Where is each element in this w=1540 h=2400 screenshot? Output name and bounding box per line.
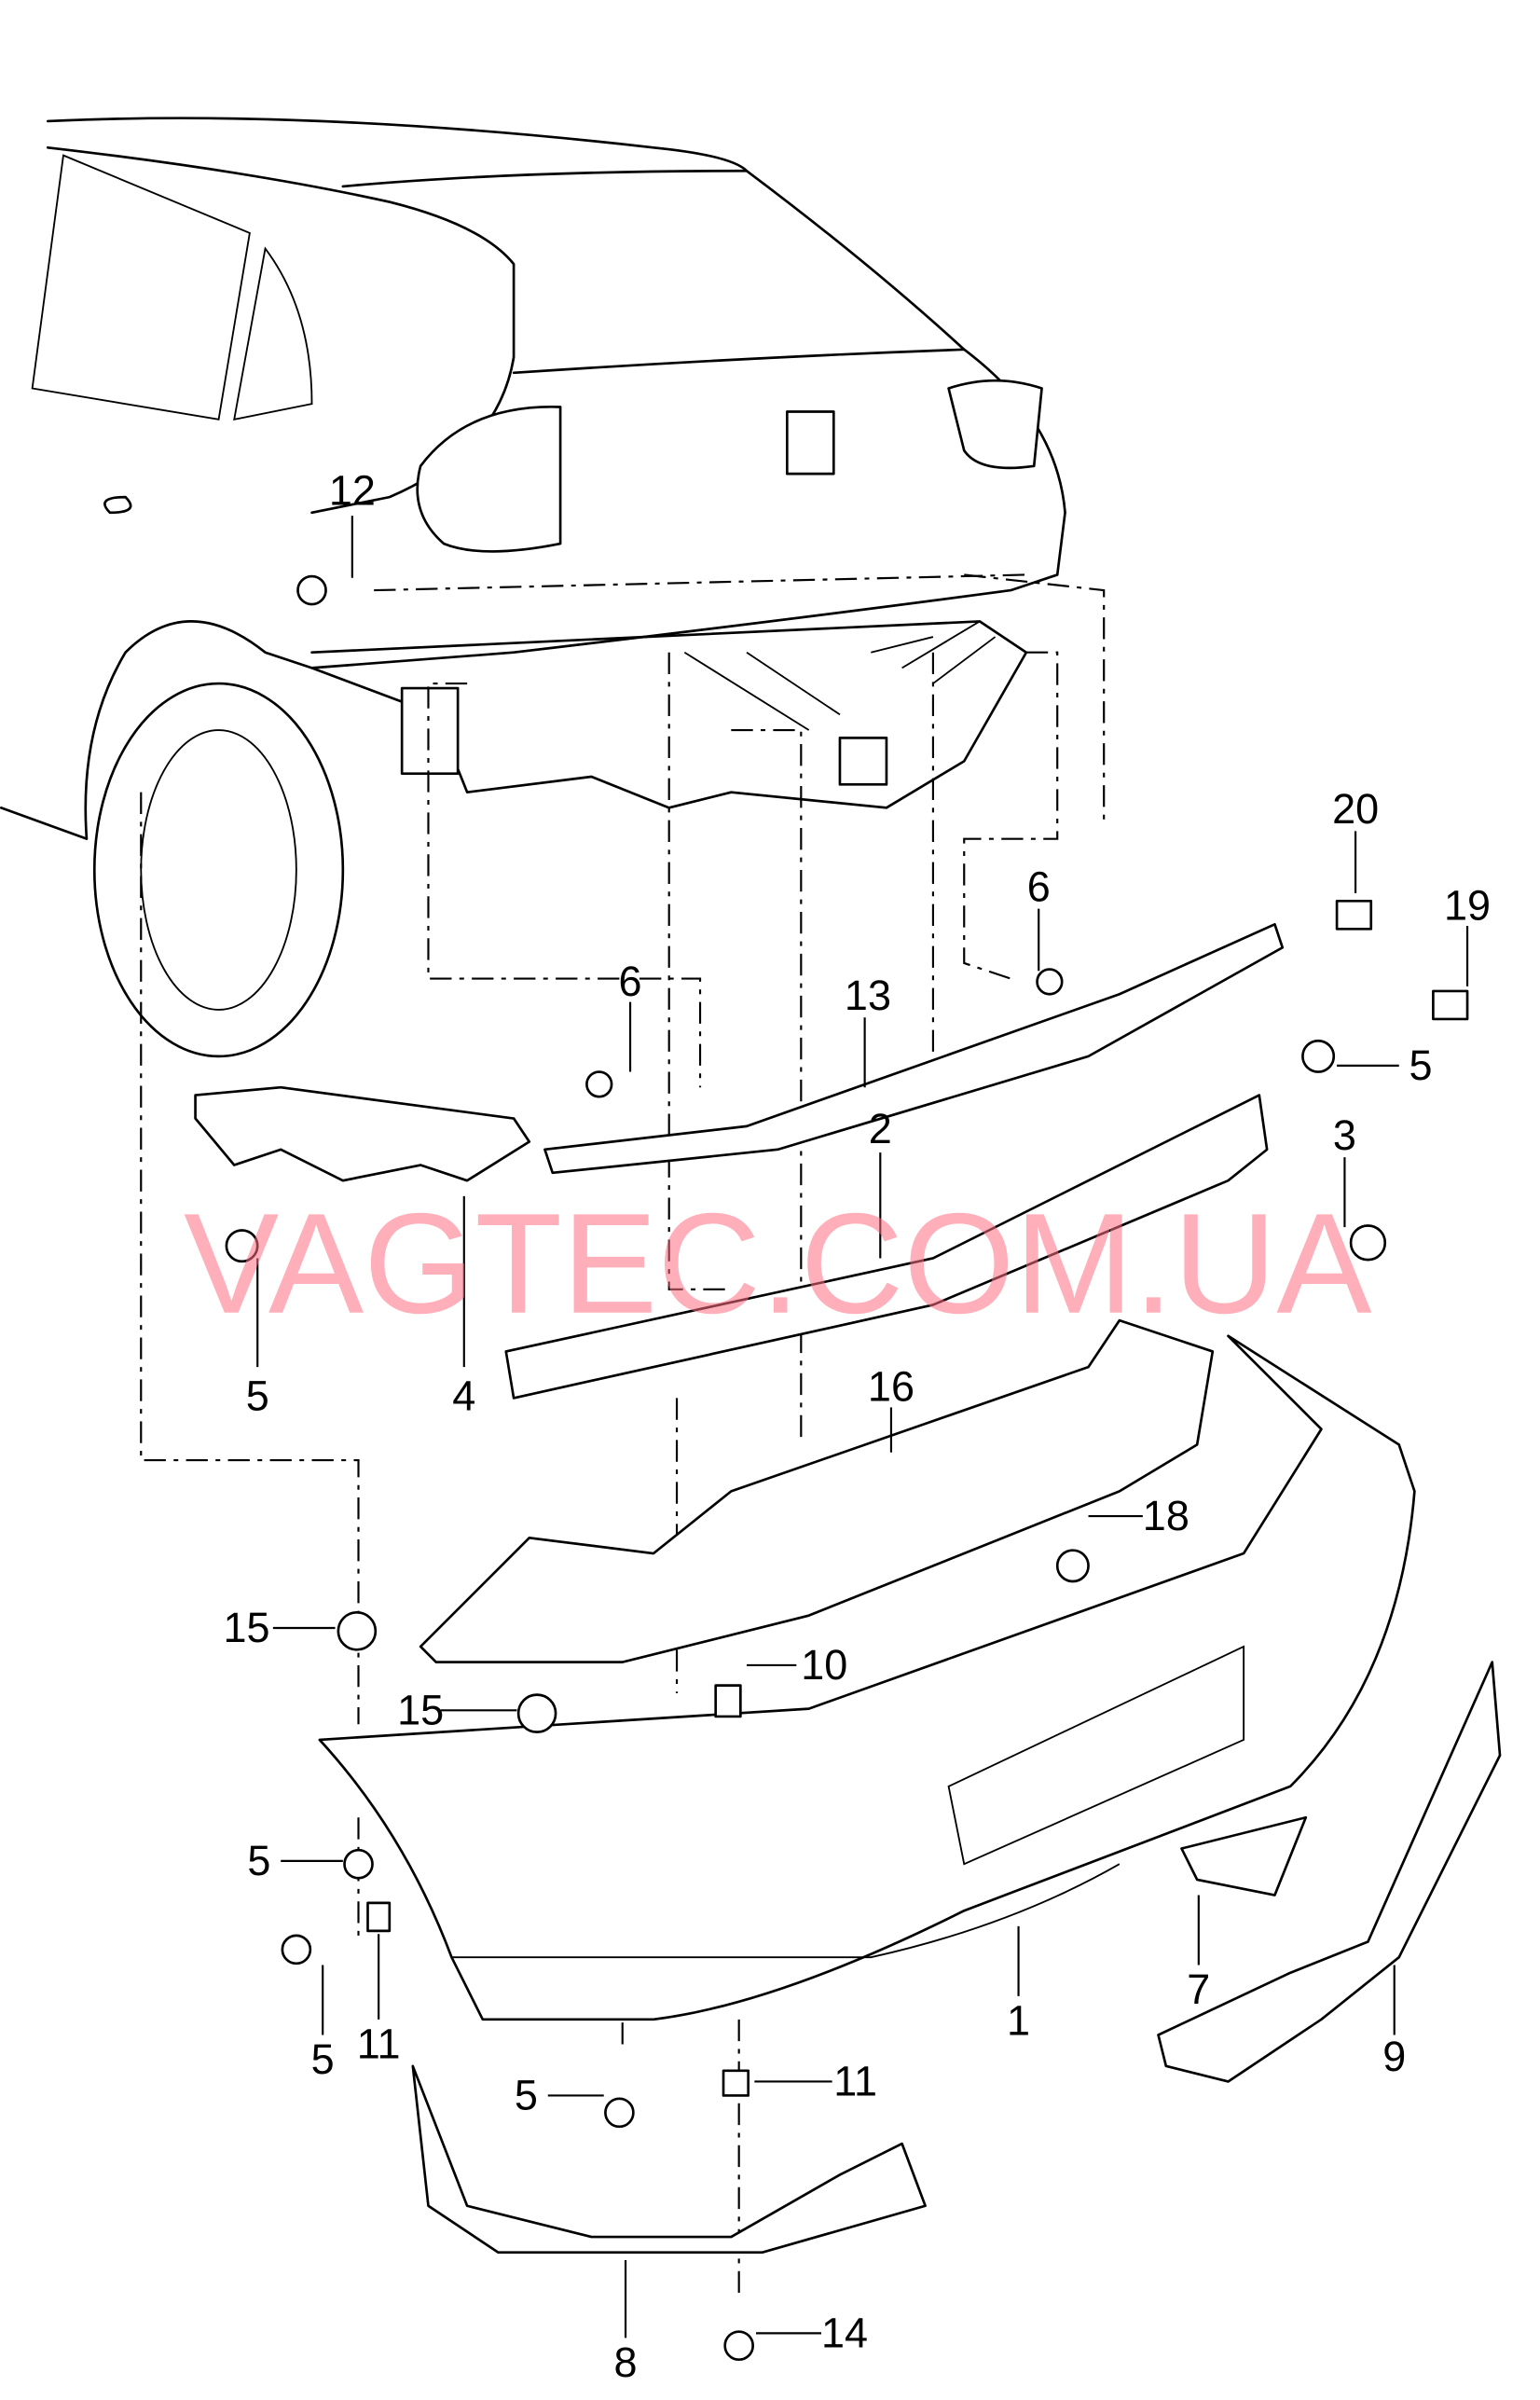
callout-5: 5 [311,2035,335,2083]
callout-5: 5 [1409,1041,1433,1089]
callout-20: 20 [1332,785,1379,833]
callout-1: 1 [1007,1996,1030,2044]
callout-5: 5 [246,1372,269,1420]
impact-bar [504,1094,1269,1400]
callout-15: 15 [397,1686,444,1733]
callout-16: 16 [868,1363,914,1411]
callout-6: 6 [619,958,642,1005]
callout-14: 14 [821,2309,868,2356]
lower-trim-right [1157,1661,1502,2083]
callout-19: 19 [1444,881,1491,929]
leader-lines [256,516,1469,2338]
guide-strip [543,922,1285,1175]
callout-18: 18 [1143,1492,1189,1539]
bracket-left [194,1085,531,1182]
callout-9: 9 [1382,2033,1406,2080]
callout-8: 8 [614,2338,638,2386]
callout-10: 10 [801,1641,847,1689]
callout-3: 3 [1333,1111,1356,1159]
callout-11: 11 [833,2057,877,2104]
callout-2: 2 [869,1105,892,1152]
callouts: 12 5 4 6 6 13 2 3 5 20 19 16 18 15 15 10… [224,466,1492,2386]
parts [194,574,1502,2362]
car-body-outline [0,117,1066,1058]
callout-15: 15 [224,1604,270,1651]
callout-5: 5 [515,2071,538,2118]
callout-7: 7 [1187,1966,1210,2013]
lower-trim-left [411,2064,927,2255]
callout-13: 13 [845,972,891,1019]
callout-6: 6 [1027,862,1051,910]
bumper-reinforcement [419,1318,1215,1663]
callout-12: 12 [329,466,376,514]
bracket-right-small [1180,1815,1308,1897]
bumper-cover [318,1334,1416,2021]
callout-11: 11 [357,2020,401,2067]
callout-4: 4 [452,1372,475,1420]
watermark: VAGTEC.COM.UA [184,1184,1371,1344]
callout-5: 5 [247,1837,270,1884]
